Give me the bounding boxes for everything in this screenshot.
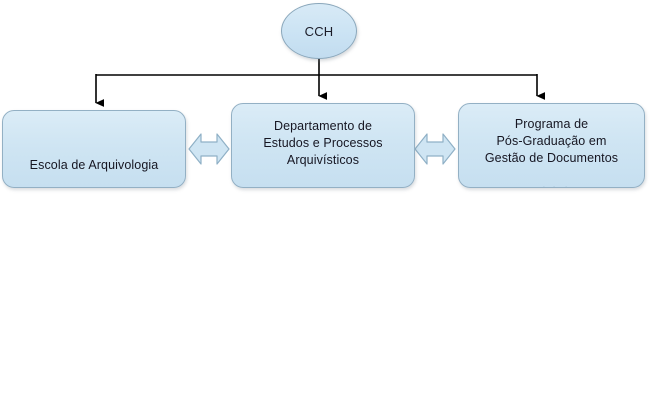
node-programa-label-clipped: Arquivísticos <box>459 184 644 187</box>
node-cch-label: CCH <box>304 23 334 39</box>
bidirectional-arrow-escola-departamento[interactable] <box>188 129 230 169</box>
node-programa[interactable]: Programa de Pós-Graduação em Gestão de D… <box>458 103 645 188</box>
node-cch[interactable]: CCH <box>281 3 357 59</box>
bidirectional-arrow-departamento-programa[interactable] <box>414 129 456 169</box>
node-departamento-label: Departamento de Estudos e Processos Arqu… <box>263 119 383 167</box>
node-escola[interactable]: Escola de Arquivologia <box>2 110 186 188</box>
node-escola-label: Escola de Arquivologia <box>29 158 159 172</box>
node-programa-label: Programa de Pós-Graduação em Gestão de D… <box>484 117 619 165</box>
node-departamento[interactable]: Departamento de Estudos e Processos Arqu… <box>231 103 415 188</box>
